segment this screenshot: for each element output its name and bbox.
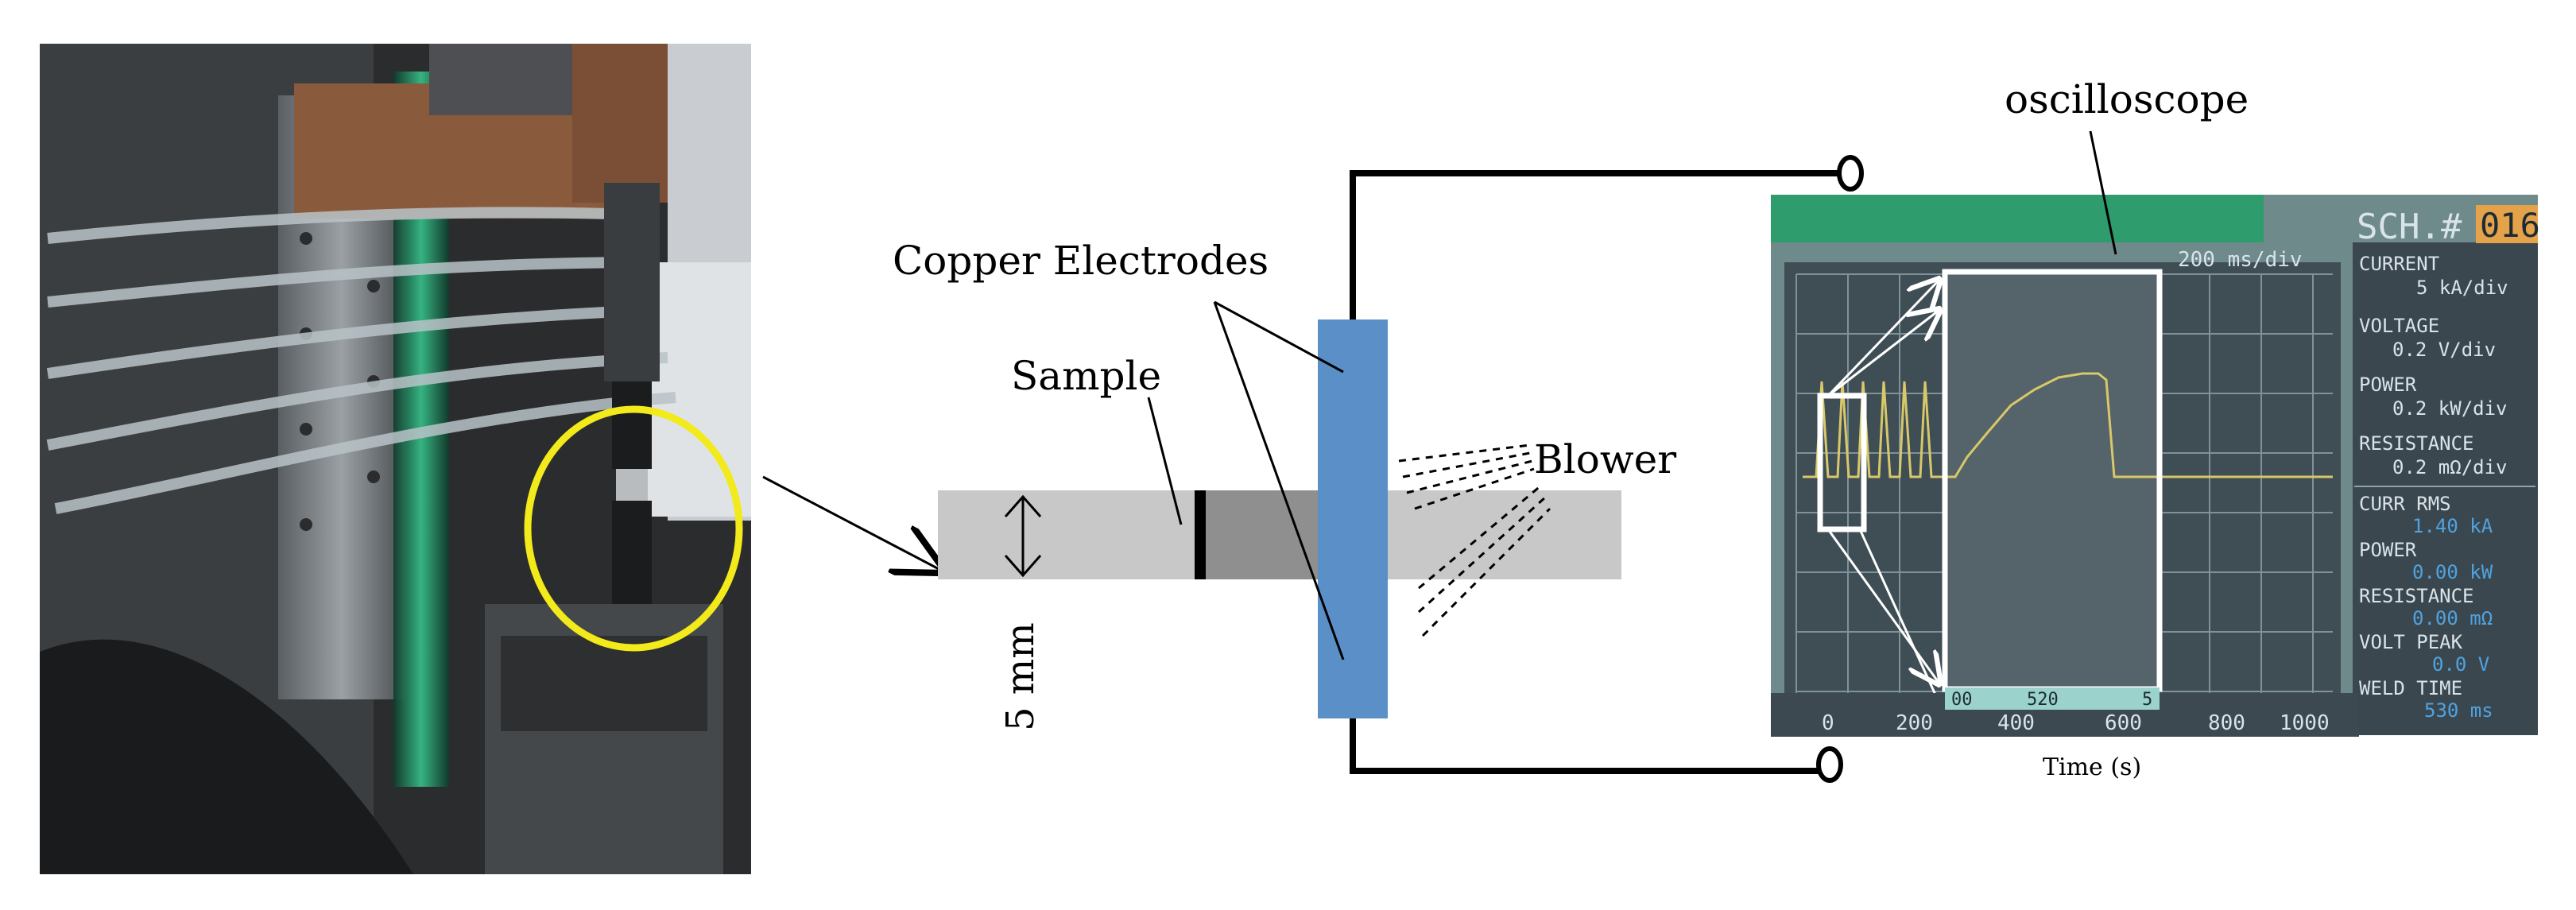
current-trace: [1803, 381, 1945, 478]
svg-text:1.40 kA: 1.40 kA: [2412, 515, 2493, 537]
svg-text:1000: 1000: [2280, 711, 2330, 735]
highlight-circle: [524, 405, 743, 652]
svg-text:CURR RMS: CURR RMS: [2359, 493, 2451, 515]
svg-text:016: 016: [2480, 206, 2540, 245]
svg-text:0.0 V: 0.0 V: [2432, 653, 2489, 676]
svg-text:200: 200: [1896, 711, 1933, 735]
circuit-wire-top: [1350, 170, 1841, 319]
svg-text:0.00 mΩ: 0.00 mΩ: [2412, 607, 2493, 629]
svg-text:0.2 mΩ/div: 0.2 mΩ/div: [2392, 456, 2508, 478]
svg-text:RESISTANCE: RESISTANCE: [2359, 585, 2474, 607]
copper-electrode: [1318, 319, 1388, 718]
terminal-bottom: [1816, 746, 1843, 783]
oscilloscope-label: oscilloscope: [2005, 76, 2249, 122]
thickness-label: 5 mm: [998, 622, 1043, 731]
svg-text:0: 0: [1822, 711, 1834, 735]
oscilloscope-readouts: CURRENT 5 kA/div VOLTAGE 0.2 V/div POWER…: [2354, 253, 2535, 722]
selection-box: [1817, 393, 1867, 532]
svg-text:RESISTANCE: RESISTANCE: [2359, 432, 2474, 455]
svg-text:VOLT PEAK: VOLT PEAK: [2359, 631, 2463, 653]
x-axis-ticks: 0 200 400 600 800 1000: [1822, 711, 2330, 735]
copper-electrodes-label: Copper Electrodes: [893, 238, 1269, 284]
svg-text:5 kA/div: 5 kA/div: [2416, 277, 2508, 299]
svg-text:0.00 kW: 0.00 kW: [2412, 561, 2493, 583]
oscilloscope-photo: SCH.# 016 200 ms/div: [1771, 76, 2540, 781]
terminal-top: [1837, 155, 1864, 192]
svg-text:400: 400: [1997, 711, 2035, 735]
svg-text:CURRENT: CURRENT: [2359, 253, 2439, 275]
svg-text:VOLTAGE: VOLTAGE: [2359, 315, 2439, 337]
svg-text:0.2 kW/div: 0.2 kW/div: [2392, 397, 2508, 420]
circuit-wire-bottom: [1350, 718, 1820, 774]
blower-airflow: [1398, 443, 1551, 637]
schematic: Copper Electrodes Sample Blower 5 mm: [893, 155, 1864, 783]
svg-text:520: 520: [2027, 690, 2059, 710]
svg-text:POWER: POWER: [2359, 374, 2417, 396]
svg-text:00: 00: [1951, 690, 1973, 710]
svg-text:530 ms: 530 ms: [2424, 699, 2493, 722]
svg-text:POWER: POWER: [2359, 539, 2417, 561]
time-axis-label: Time (s): [2043, 753, 2141, 781]
callout-arrow: [762, 475, 942, 571]
svg-text:0.2 V/div: 0.2 V/div: [2392, 339, 2496, 361]
sample-label: Sample: [1011, 353, 1161, 399]
svg-text:5: 5: [2142, 690, 2152, 710]
svg-text:200 ms/div: 200 ms/div: [2178, 248, 2303, 272]
svg-text:600: 600: [2105, 711, 2142, 735]
svg-text:SCH.#: SCH.#: [2357, 207, 2462, 247]
welding-machine-photo: [40, 44, 751, 874]
zoom-trace: [1945, 372, 2160, 478]
svg-text:WELD TIME: WELD TIME: [2359, 677, 2462, 699]
blower-label: Blower: [1534, 436, 1676, 482]
svg-text:800: 800: [2208, 711, 2245, 735]
